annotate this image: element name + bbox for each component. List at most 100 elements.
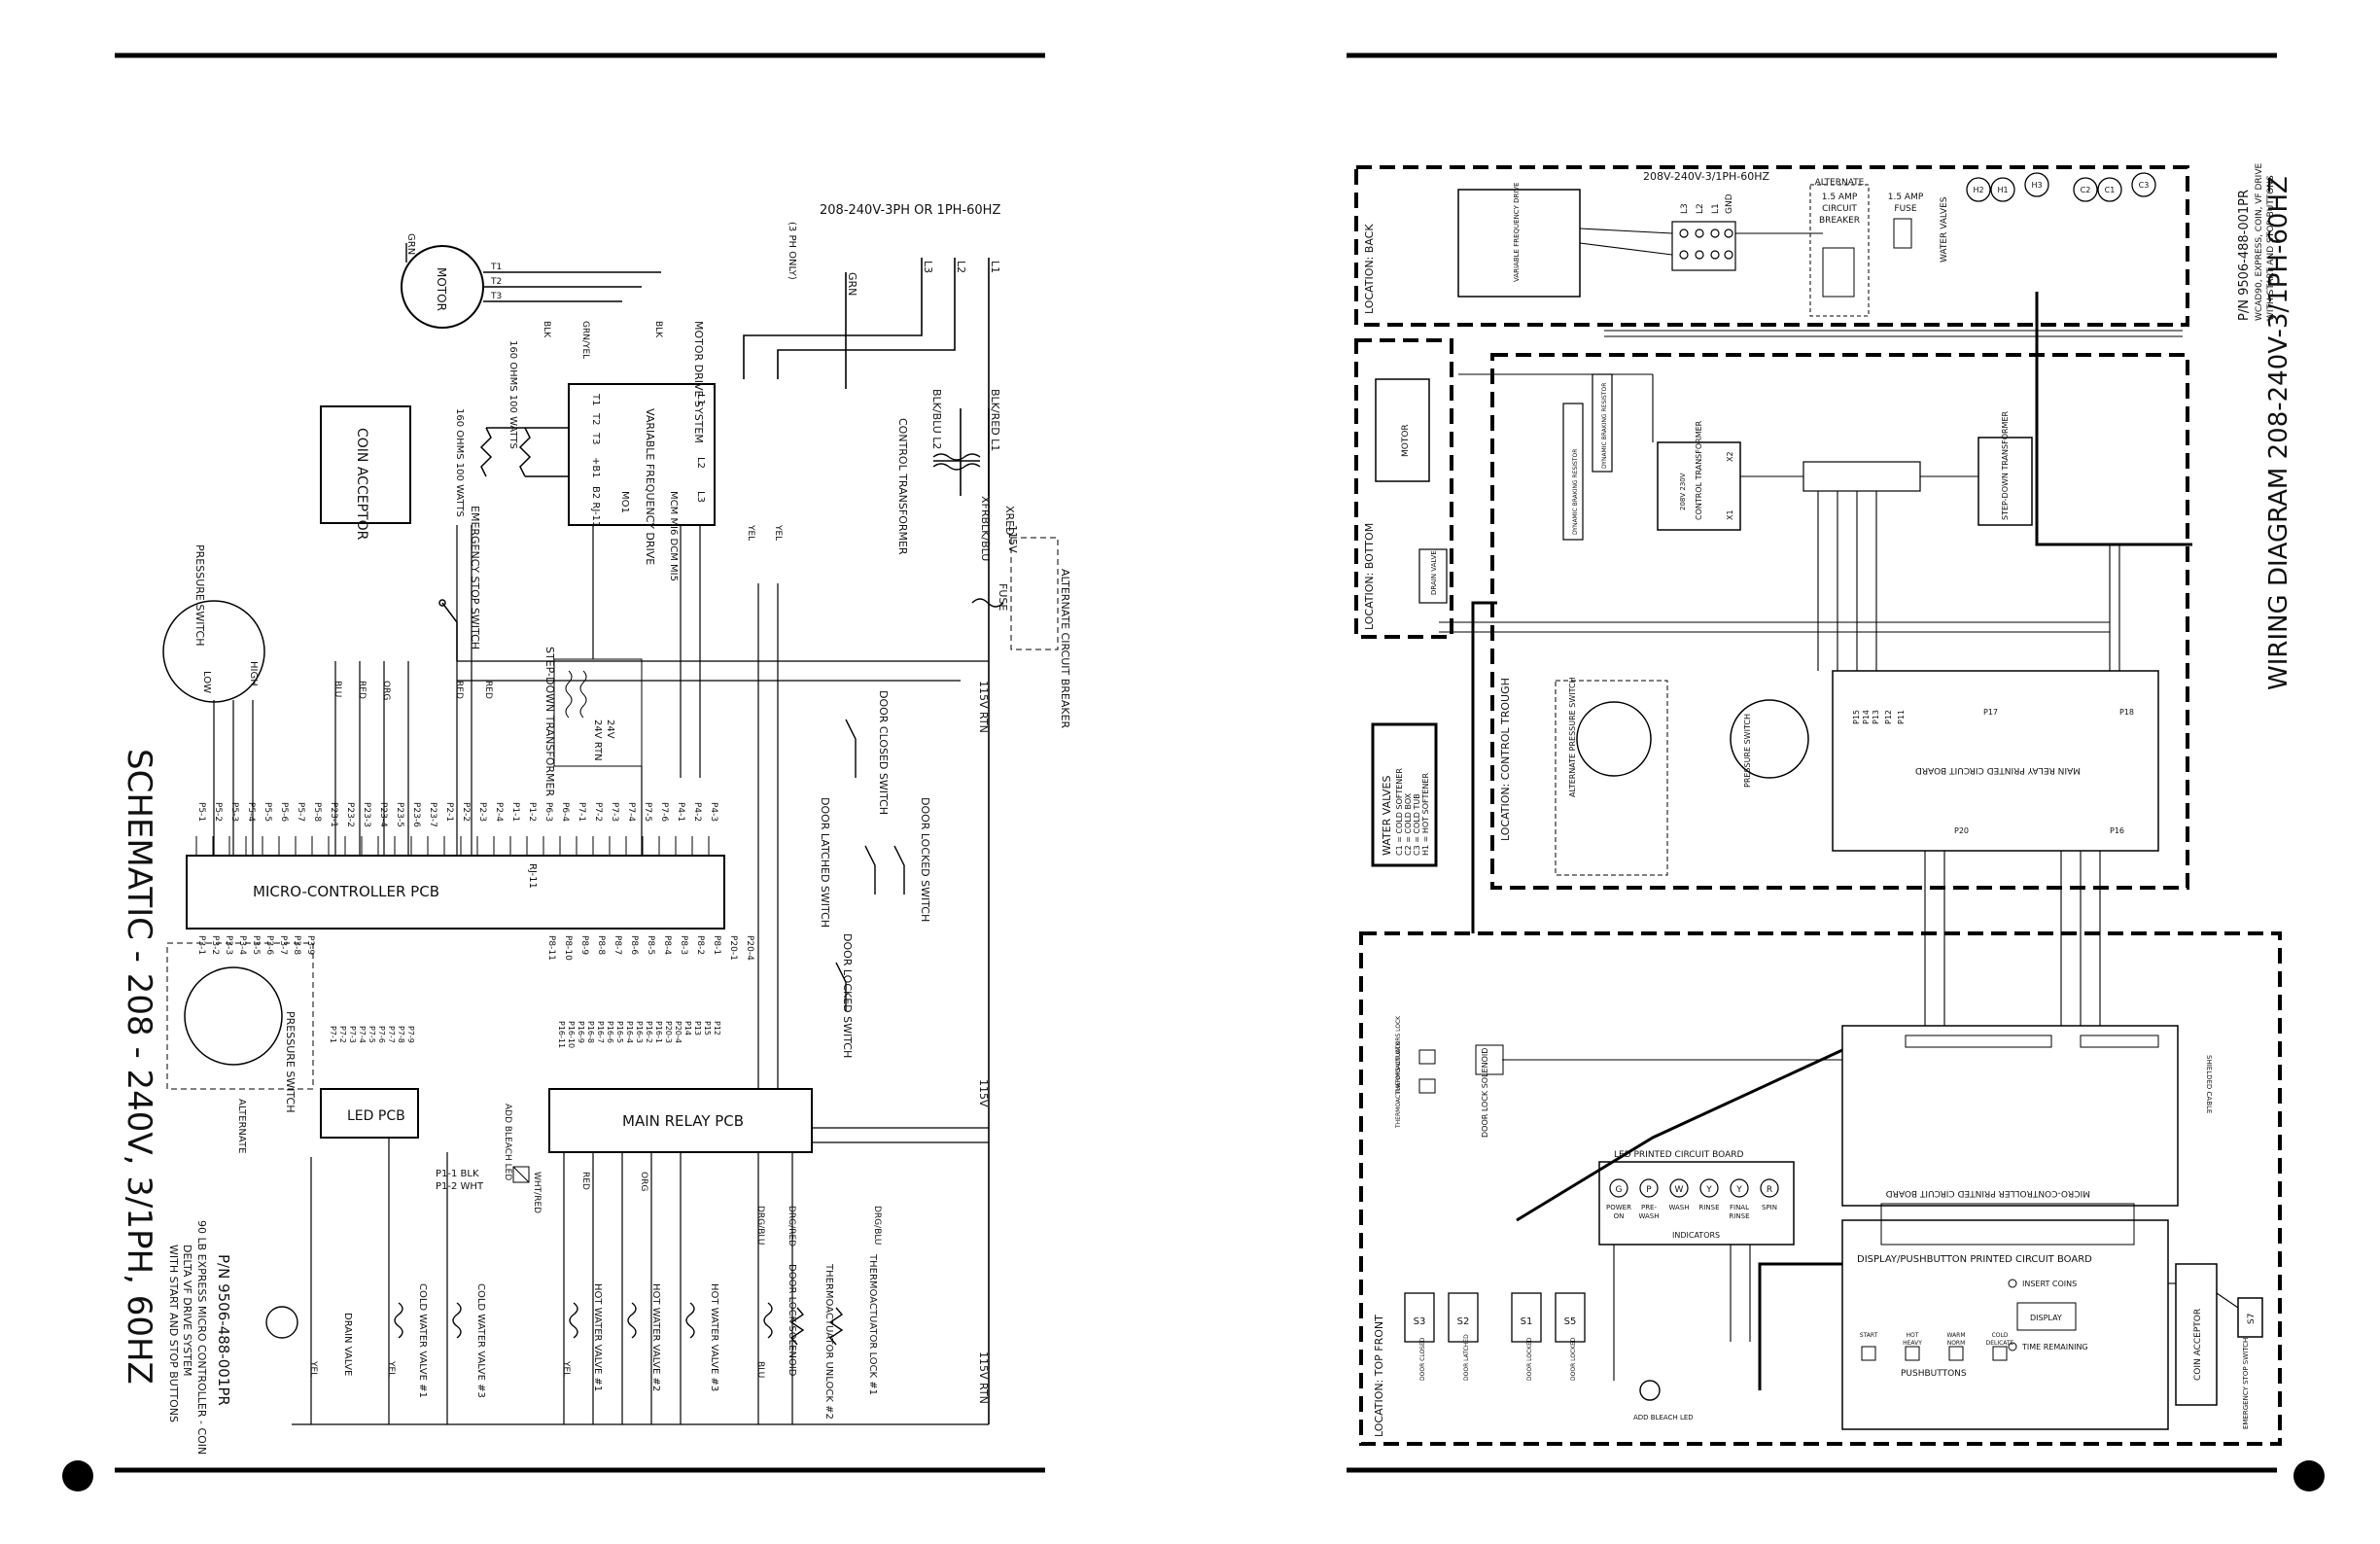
svg-text:160 OHMS 100 WATTS: 160 OHMS 100 WATTS [508, 340, 518, 449]
relay-pin: P16-10 [567, 1021, 576, 1048]
micro-pin-top: P5-7 [296, 802, 305, 822]
switch-id: S1 [1521, 1316, 1533, 1327]
door-switch [1448, 1292, 1479, 1343]
relay-pin: P16-11 [557, 1021, 566, 1048]
main-relay-pcb: MAIN RELAY PCB [548, 1088, 813, 1153]
micro-board-right: MICRO-CONTROLLER PRINTED CIRCUIT BOARD [1841, 1025, 2179, 1207]
indicator-label: WASH [1638, 1212, 1659, 1220]
svg-text:DRAIN VALVE: DRAIN VALVE [342, 1313, 353, 1376]
micro-pin-bottom: P3-8 [292, 935, 301, 955]
micro-pin-top: P23-7 [428, 802, 438, 827]
svg-text:ADD BLEACH LED: ADD BLEACH LED [1633, 1414, 1694, 1421]
svg-text:HOT WATER VALVE #3: HOT WATER VALVE #3 [709, 1283, 719, 1391]
micro-pin-top: P4-2 [692, 802, 702, 822]
led-pin: P7-5 [368, 1026, 376, 1043]
micro-pin-bottom: P8-11 [546, 935, 556, 961]
svg-text:L1: L1 [695, 394, 706, 405]
svg-text:H3: H3 [2031, 181, 2042, 190]
micro-pin-bottom: P3-5 [251, 935, 261, 955]
micro-pin-top: P7-6 [659, 802, 669, 822]
svg-text:THERMOACTUATOR LOCK #1: THERMOACTUATOR LOCK #1 [867, 1253, 878, 1395]
svg-text:P16: P16 [2110, 826, 2124, 835]
svg-text:BLU: BLU [332, 681, 342, 697]
svg-text:WCAD90, EXPRESS, COIN, VF DRIV: WCAD90, EXPRESS, COIN, VF DRIVE [2255, 163, 2264, 321]
switch-id: S5 [1564, 1316, 1577, 1327]
svg-text:DOOR LOCKED SWITCH: DOOR LOCKED SWITCH [841, 933, 854, 1058]
svg-text:T1: T1 [490, 263, 502, 272]
location-back [1354, 165, 2189, 327]
micro-pin-bottom: P3-7 [278, 935, 288, 955]
led-pin: P7-6 [377, 1026, 386, 1043]
svg-text:ADD BLEACH LED: ADD BLEACH LED [503, 1104, 512, 1180]
micro-pin-top: P1-2 [527, 802, 537, 822]
svg-text:YEL: YEL [746, 524, 755, 541]
svg-text:MOTOR: MOTOR [1401, 424, 1411, 457]
svg-text:X1: X1 [1726, 509, 1734, 520]
led-pin: P7-8 [397, 1026, 405, 1043]
switch-id: S2 [1457, 1316, 1470, 1327]
indicator-led [1609, 1178, 1628, 1198]
display-board-right: DISPLAY/PUSHBUTTON PRINTED CIRCUIT BOARD… [1841, 1203, 2169, 1430]
fuse: FUSE [971, 583, 1009, 611]
pushbutton[interactable] [1905, 1346, 1920, 1361]
pushbutton[interactable] [1948, 1346, 1964, 1361]
relay-pin: P16-1 [654, 1021, 663, 1043]
svg-text:ALTERNATE CIRCUIT BREAKER: ALTERNATE CIRCUIT BREAKER [1059, 569, 1071, 729]
svg-text:115V RTN: 115V RTN [977, 1351, 990, 1404]
bleach-led-symbol [512, 1166, 530, 1183]
svg-text:EMERGENCY STOP SWITCH: EMERGENCY STOP SWITCH [2242, 1338, 2250, 1429]
door-switch [1404, 1292, 1435, 1343]
micro-pin-top: P23-2 [345, 802, 355, 827]
motor: MOTOR GRN T1 T2 T3 [401, 233, 661, 329]
svg-text:P/N 9506-488-001PR: P/N 9506-488-001PR [2237, 190, 2252, 321]
svg-text:MOTOR: MOTOR [435, 267, 448, 311]
svg-text:THERMOACTUATORS UNLOCK: THERMOACTUATORS UNLOCK [1395, 1040, 1402, 1129]
svg-text:B2 RJ-11: B2 RJ-11 [590, 486, 601, 527]
wiring-title: WIRING DIAGRAM 208-240V-3/1PH-60HZ [2264, 176, 2293, 690]
led-pin: P7-2 [338, 1026, 347, 1043]
micro-pin-bottom: P3-9 [305, 935, 315, 955]
svg-text:COIN ACCEPTOR: COIN ACCEPTOR [2193, 1309, 2203, 1381]
svg-text:LOCATION: BOTTOM: LOCATION: BOTTOM [1363, 523, 1376, 630]
micro-pin-top: P7-2 [593, 802, 603, 822]
micro-pin-bottom: P8-1 [712, 935, 721, 955]
relay-pin: P16-7 [596, 1021, 605, 1043]
svg-text:THERMOACTUATORS LOCK: THERMOACTUATORS LOCK [1395, 1015, 1402, 1095]
led-pcb: LED PCB [320, 1088, 419, 1139]
svg-text:DOOR LOCK SOLENOID: DOOR LOCK SOLENOID [787, 1264, 797, 1377]
schematic-page: SCHEMATIC - 208 - 240V, 3/1PH, 60HZ P/N … [120, 203, 1071, 1455]
svg-text:GRN: GRN [846, 272, 858, 296]
svg-text:PRESSURE SWITCH: PRESSURE SWITCH [193, 544, 206, 646]
svg-text:COIN ACCEPTOR: COIN ACCEPTOR [354, 428, 369, 541]
svg-text:STEP-DOWN TRANSFORMER: STEP-DOWN TRANSFORMER [2001, 410, 2010, 520]
svg-text:P12: P12 [1884, 710, 1893, 724]
indicator-letter: R [1767, 1185, 1772, 1195]
svg-text:DRG/RED: DRG/RED [787, 1206, 796, 1246]
svg-text:P15: P15 [1852, 710, 1861, 724]
micro-pin-top: P23-3 [362, 802, 371, 827]
svg-text:T3: T3 [590, 432, 601, 444]
pushbutton-label: WARM [1946, 1332, 1965, 1339]
add-bleach-led [1639, 1380, 1661, 1401]
pushbutton[interactable] [1861, 1346, 1876, 1361]
svg-text:DRG/BLU: DRG/BLU [872, 1206, 882, 1246]
svg-text:PUSHBUTTONS: PUSHBUTTONS [1901, 1369, 1967, 1379]
svg-text:P/N 9506-488-001PR: P/N 9506-488-001PR [215, 1254, 232, 1406]
micro-pin-bottom: P8-2 [695, 935, 705, 955]
micro-pin-top: P5-8 [312, 802, 322, 822]
wiring-lines [1439, 228, 2239, 1381]
svg-text:INSERT COINS: INSERT COINS [2022, 1280, 2077, 1288]
svg-text:RED: RED [580, 1172, 590, 1190]
svg-text:DOOR LOCK SOLENOID: DOOR LOCK SOLENOID [1481, 1048, 1489, 1138]
relay-pin: P16-3 [635, 1021, 644, 1043]
schematic-title: SCHEMATIC - 208 - 240V, 3/1PH, 60HZ [120, 749, 158, 1385]
micro-pin-bottom: P8-4 [662, 935, 672, 955]
svg-text:ALTERNATE PRESSURE SWITCH: ALTERNATE PRESSURE SWITCH [1568, 677, 1577, 797]
pushbutton[interactable] [1992, 1346, 2008, 1361]
micro-pin-top: P2-1 [444, 802, 454, 822]
svg-text:FUSE: FUSE [997, 583, 1009, 611]
svg-text:ALTERNATE: ALTERNATE [236, 1099, 247, 1153]
coin-acceptor-block: COIN ACCEPTOR [320, 405, 411, 541]
svg-text:BLK: BLK [542, 321, 551, 338]
